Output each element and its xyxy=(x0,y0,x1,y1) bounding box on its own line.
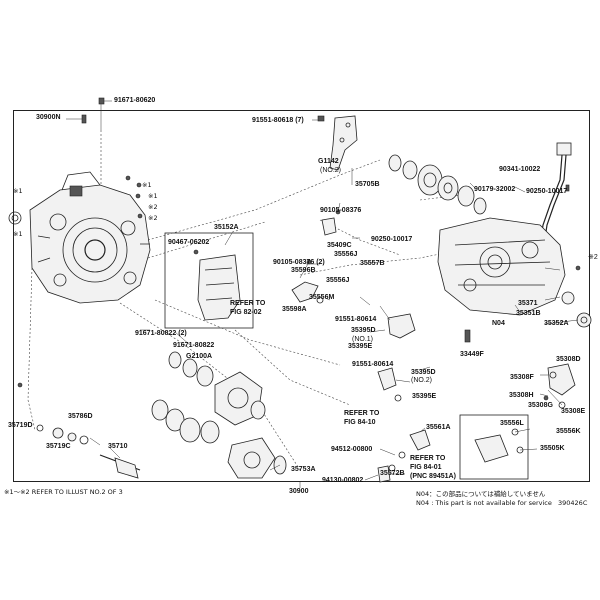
label-no2-top: (NO.2) xyxy=(320,167,341,174)
differential-assembly xyxy=(151,351,287,479)
mark-star2-a: ※2 xyxy=(148,203,158,211)
label-35598a: 35598A xyxy=(282,306,307,313)
label-no2-mid: (NO.2) xyxy=(411,377,432,384)
footnote-n04-japanese: N04：この部品については補給していません xyxy=(416,490,546,498)
label-35556j: 35556J xyxy=(334,251,358,258)
label-35705b: 35705B xyxy=(355,181,380,188)
diagram-id: 390426C xyxy=(558,499,588,507)
label-35556k: 35556K xyxy=(556,428,581,435)
label-35352a: 35352A xyxy=(544,320,569,327)
detent-parts xyxy=(377,414,529,483)
label-refer-to-84: REFER TO xyxy=(344,410,380,417)
label-94130-00802: 94130-00802 xyxy=(322,477,364,484)
label-35719d: 35719D xyxy=(8,422,33,429)
label-90467-06202: 90467-06202 xyxy=(168,239,210,246)
label-refer-to-84-01: REFER TO xyxy=(410,455,446,462)
label-35556m: 35556M xyxy=(309,294,335,301)
label-91671-80620: 91671-80620 xyxy=(114,97,156,104)
label-35395e-2: 35395E xyxy=(412,393,437,400)
mark-star1-b: ※1 xyxy=(13,230,23,238)
transaxle-housing-left xyxy=(8,171,151,304)
label-90179-32002: 90179-32002 xyxy=(474,186,516,193)
label-refer-to-82: REFER TO xyxy=(230,300,266,307)
label-35395e: 35395E xyxy=(348,343,373,350)
label-35395d: 35395D xyxy=(351,327,376,334)
label-91551-80618: 91551-80618 (7) xyxy=(252,117,304,124)
label-90105-08376: 90105-08376 xyxy=(320,207,362,214)
label-30900n: 30900N xyxy=(36,114,61,121)
label-35505k: 35505K xyxy=(540,445,565,452)
label-g2100a: G2100A xyxy=(186,353,213,360)
label-35572b: 35572B xyxy=(380,470,405,477)
sensor-group xyxy=(543,363,576,409)
label-90250-10017-b: 90250-10017 xyxy=(371,236,413,243)
label-35556l: 35556L xyxy=(500,420,524,427)
output-shaft xyxy=(36,424,141,479)
label-35786d: 35786D xyxy=(68,413,93,420)
label-33449f: 33449F xyxy=(460,351,484,358)
label-35371: 35371 xyxy=(518,300,538,307)
label-35308g: 35308G xyxy=(528,402,553,409)
label-star2-right: ※2 xyxy=(588,254,598,261)
label-35395d-2: 35395D xyxy=(411,369,436,376)
label-35308f: 35308F xyxy=(510,374,534,381)
diagram-frame xyxy=(13,110,590,482)
mark-star1-a: ※1 xyxy=(13,187,23,195)
footnote-n04-english: N04 : This part is not available for ser… xyxy=(416,499,552,507)
mark-star1-d: ※1 xyxy=(148,192,158,200)
label-fig-84-10: FIG 84-10 xyxy=(344,419,376,426)
linkage-parts xyxy=(291,209,416,402)
label-35152a: 35152A xyxy=(214,224,239,231)
label-91671-80822-2: 91671-80822 (2) xyxy=(135,330,187,337)
label-35557b: 35557B xyxy=(360,260,385,267)
label-90105-08376-2: 90105-08376 (2) xyxy=(273,259,325,266)
label-35596b: 35596B xyxy=(291,267,316,274)
mark-star1-c: ※1 xyxy=(142,181,152,189)
label-30900: 30900 xyxy=(289,488,309,495)
bolt-group-top-left xyxy=(17,97,143,388)
mark-star2-b: ※2 xyxy=(148,214,158,222)
shift-bracket xyxy=(317,115,358,171)
label-91551-80614-b: 91551-80614 xyxy=(352,361,394,368)
label-35710: 35710 xyxy=(108,443,128,450)
label-fig-84-01: FIG 84-01 xyxy=(410,464,442,471)
label-91551-80614-a: 91551-80614 xyxy=(335,316,377,323)
label-35556j-2: 35556J xyxy=(326,277,350,284)
label-35719c: 35719C xyxy=(46,443,71,450)
label-35308h: 35308H xyxy=(509,392,534,399)
label-90250-10017-a: 90250-10017 xyxy=(526,188,568,195)
footnote-refer-illust: ※1～※2 REFER TO ILLUST NO.2 OF 3 xyxy=(4,488,123,496)
label-35351b: 35351B xyxy=(516,310,541,317)
label-90341-10022: 90341-10022 xyxy=(499,166,541,173)
gear-set-top xyxy=(388,154,487,215)
label-35753a: 35753A xyxy=(291,466,316,473)
label-no1: (NO.1) xyxy=(352,336,373,343)
bracket-cover xyxy=(164,232,254,329)
label-pnc-89451a: (PNC 89451A) xyxy=(410,473,456,480)
label-35561a: 35561A xyxy=(426,424,451,431)
label-35308e: 35308E xyxy=(561,408,586,415)
transaxle-housing-right xyxy=(437,217,592,343)
label-g1142: G1142 xyxy=(318,158,339,165)
leader-lines xyxy=(89,100,579,488)
label-n04: N04 xyxy=(492,320,505,327)
label-91671-80822: 91671-80822 xyxy=(173,342,215,349)
label-fig-82-02: FIG 82-02 xyxy=(230,309,262,316)
label-35409c: 35409C xyxy=(327,242,352,249)
label-35308d: 35308D xyxy=(556,356,581,363)
label-94512-00800: 94512-00800 xyxy=(331,446,373,453)
